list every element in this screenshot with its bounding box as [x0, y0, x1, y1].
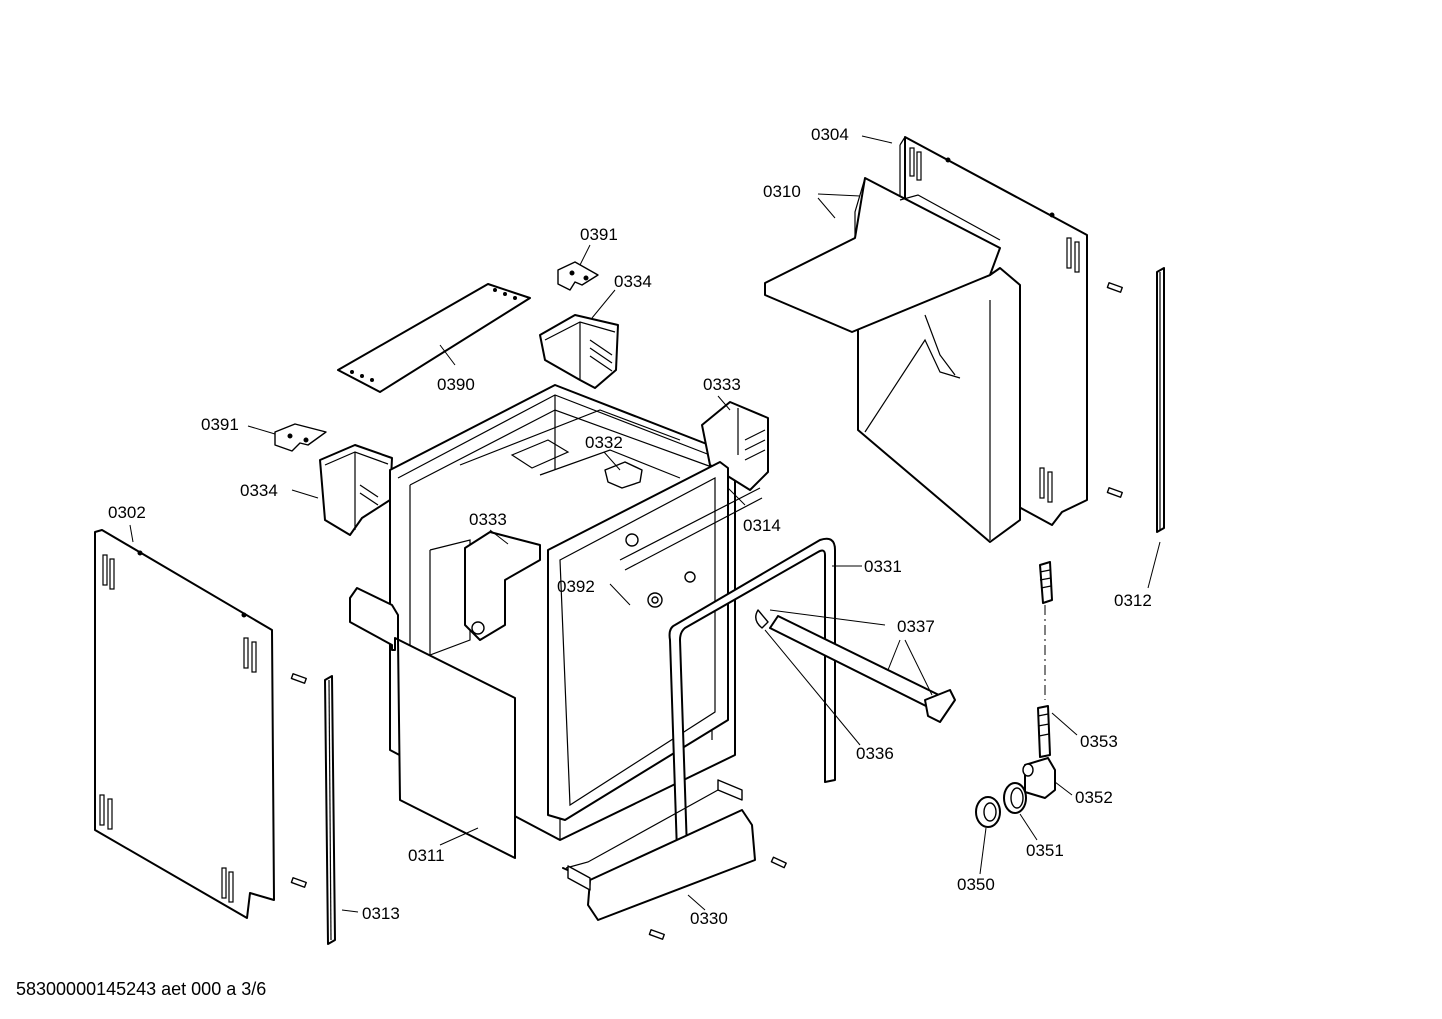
screw-icon: [1106, 282, 1123, 293]
part-0334-hinge-top: [539, 314, 619, 389]
callout-0352: 0352: [1075, 788, 1113, 807]
callout-0332: 0332: [585, 433, 623, 452]
callout-0313: 0313: [362, 904, 400, 923]
callout-0333-left: 0333: [469, 510, 507, 529]
screw-icon: [770, 856, 787, 869]
screw-icon: [648, 929, 665, 940]
callout-0314: 0314: [743, 516, 781, 535]
callout-0350: 0350: [957, 875, 995, 894]
part-0310-top-cover: [764, 177, 1021, 543]
part-0330-plinth: [562, 779, 756, 921]
callout-0353: 0353: [1080, 732, 1118, 751]
callout-0312: 0312: [1114, 591, 1152, 610]
screw-icon: [290, 673, 307, 684]
part-0312-trim-strip: [1156, 267, 1165, 533]
screw-icon: [290, 877, 307, 888]
screw-icon: [1106, 487, 1123, 498]
part-0334-hinge-left: [319, 444, 393, 536]
callout-0304: 0304: [811, 125, 849, 144]
part-0391-bracket-left: [274, 423, 327, 452]
callout-0392: 0392: [557, 577, 595, 596]
callout-0391-left: 0391: [201, 415, 239, 434]
callout-0310: 0310: [763, 182, 801, 201]
part-0313-trim-strip: [324, 675, 336, 945]
callout-0331: 0331: [864, 557, 902, 576]
callout-0336: 0336: [856, 744, 894, 763]
part-0352-elbow: [1022, 757, 1056, 799]
part-0302-side-panel: [94, 529, 275, 919]
part-0392-fasteners: [625, 533, 696, 608]
callout-labels: 0304 0310 0391 0334 0390 0333 0391 0332 …: [108, 125, 1152, 928]
part-0353-adjusting-foot: [1037, 561, 1053, 758]
callout-0330: 0330: [690, 909, 728, 928]
callout-0351: 0351: [1026, 841, 1064, 860]
part-0333-hinge-cover-left: [464, 531, 541, 641]
part-0332-clip: [604, 461, 643, 489]
part-0351-ring: [1003, 782, 1027, 814]
callout-0334-left: 0334: [240, 481, 278, 500]
callout-0391-top: 0391: [580, 225, 618, 244]
callout-0311: 0311: [408, 846, 445, 865]
leader-lines: [129, 135, 1161, 913]
callout-0390: 0390: [437, 375, 475, 394]
part-0337-rail: [755, 609, 956, 723]
part-0350-cap: [975, 796, 1001, 828]
callout-0337: 0337: [897, 617, 935, 636]
part-0311-base-plate: [349, 587, 516, 859]
part-0390-top-strip: [337, 283, 531, 393]
callout-0302: 0302: [108, 503, 146, 522]
document-code: 58300000145243 aet 000 a 3/6: [16, 979, 267, 999]
callout-0333-right: 0333: [703, 375, 741, 394]
callout-0334-top: 0334: [614, 272, 652, 291]
part-0391-bracket-top: [557, 261, 599, 291]
